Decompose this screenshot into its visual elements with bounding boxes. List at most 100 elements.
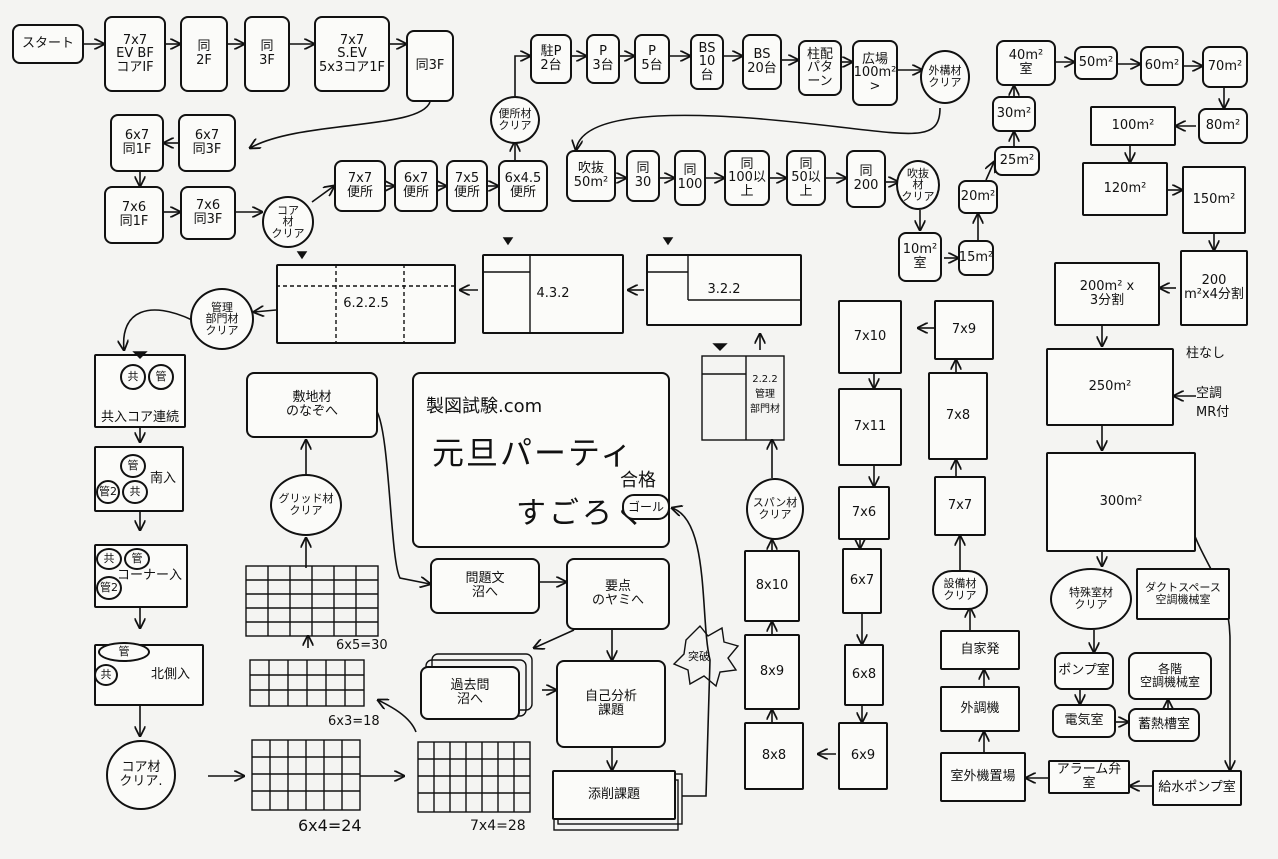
glyph-kan-1: 管 — [148, 364, 174, 390]
step-sev: 7x7 S.EV 5x3コア1F — [314, 16, 390, 92]
room-300: 300m² — [1046, 452, 1196, 552]
start-node: スタート — [12, 24, 84, 64]
span-clear: スパン材 クリア — [746, 478, 804, 540]
glyph-kyo-2: 共 — [122, 480, 148, 504]
cell-mgmt: 2.2.2 管理 部門材 — [750, 374, 780, 415]
self-power: 自家発 — [940, 630, 1020, 670]
plan-6225: 6.2.2.5 — [276, 264, 456, 344]
span-7x6: 7x6 — [838, 486, 890, 540]
board-site: 製図試験.com — [426, 396, 543, 417]
battery-room: 蓄熱槽室 — [1128, 708, 1200, 742]
plan-432: 4.3.2 — [482, 254, 624, 334]
room-40: 40m² 室 — [996, 40, 1056, 86]
mgmt-clear: 管理 部門材 クリア — [190, 288, 254, 350]
past-question: 過去問 沼へ — [420, 666, 520, 720]
duct-ac-room: ダクトスペース 空調機械室 — [1136, 568, 1230, 620]
step-same-2f: 同 2F — [180, 16, 228, 92]
span-6x8: 6x8 — [844, 644, 884, 706]
room-60: 60m² — [1140, 46, 1184, 86]
fuki-30: 同 30 — [626, 150, 660, 202]
fuki-200: 同 200 — [846, 150, 886, 208]
glyph-kyo-3: 共 — [96, 548, 122, 570]
core-clear-2: コア材 クリア. — [106, 740, 176, 810]
room-250: 250m² — [1046, 348, 1174, 426]
step-ev-77: 7x7 EV BF コアIF — [104, 16, 166, 92]
step-76-1f: 7x6 同1F — [104, 186, 164, 244]
room-10: 10m² 室 — [898, 232, 942, 282]
glyph-kan-2: 管 — [120, 454, 146, 478]
room-80: 80m² — [1198, 108, 1248, 144]
span-6x7: 6x7 — [842, 548, 882, 614]
question-doc: 問題文 沼へ — [430, 558, 540, 614]
glyph-kan-4: 管 — [98, 642, 150, 662]
glyph-kan2-2: 管2 — [96, 480, 120, 504]
grid-6x3: 6x3=18 — [328, 714, 380, 729]
label-ac-mr: 空調 MR付 — [1196, 386, 1230, 420]
glyph-kan2-3: 管2 — [96, 576, 122, 600]
self-analysis: 自己分析 課題 — [556, 660, 666, 748]
step-67-3f: 6x7 同3F — [178, 114, 236, 172]
room-150: 150m² — [1182, 166, 1246, 234]
toilet-645: 6x4.5 便所 — [498, 160, 548, 212]
grid-7x4: 7x4=28 — [470, 818, 526, 834]
step-76-3f: 7x6 同3F — [180, 186, 236, 240]
span-8x8: 8x8 — [744, 722, 804, 790]
step-67-1f: 6x7 同1F — [110, 114, 164, 172]
core-clear: コア 材 クリア — [262, 196, 314, 248]
bs-10: BS 10台 — [690, 34, 724, 90]
span-7x10: 7x10 — [838, 300, 902, 374]
exterior-clear: 外構材 クリア — [920, 50, 970, 104]
breakthrough-label: 突破 — [688, 650, 710, 663]
pass-label: 合格 — [620, 470, 656, 491]
board-title: 元旦パーティ — [432, 434, 635, 472]
room-200-3: 200m² x 3分割 — [1054, 262, 1160, 326]
room-50: 50m² — [1074, 46, 1118, 80]
fuki-50: 吹抜 50m² — [566, 150, 616, 202]
room-70: 70m² — [1202, 46, 1248, 88]
grid-6x5: 6x5=30 — [336, 638, 388, 653]
span-8x10: 8x10 — [744, 550, 800, 622]
room-100: 100m² — [1090, 106, 1176, 146]
park-2: 駐P 2台 — [530, 34, 572, 84]
span-7x9: 7x9 — [934, 300, 994, 360]
fuki-clear: 吹抜 材 クリア — [896, 160, 940, 210]
toilet-clear: 便所材 クリア — [490, 96, 540, 144]
fuki-100: 同 100 — [674, 150, 706, 206]
span-7x8: 7x8 — [928, 372, 988, 460]
park-3: P 3台 — [586, 34, 620, 84]
board-panel — [412, 372, 670, 548]
plaza: 広場 100m² > — [852, 40, 898, 106]
equip-clear: 設備材 クリア — [932, 570, 988, 610]
toilet-77: 7x7 便所 — [334, 160, 386, 212]
room-200-4: 200 m²x4分割 — [1180, 250, 1248, 326]
goal-node: ゴール — [622, 494, 670, 520]
electric-room: 電気室 — [1052, 704, 1116, 738]
glyph-kyo-4: 共 — [94, 664, 118, 686]
special-clear: 特殊室材 クリア — [1050, 568, 1132, 630]
outdoor-place: 室外機置場 — [940, 752, 1026, 802]
water-pump-room: 給水ポンプ室 — [1152, 770, 1242, 806]
toilet-75: 7x5 便所 — [446, 160, 488, 212]
fuki-100-up: 同 100以上 — [724, 150, 770, 206]
pump-room: ポンプ室 — [1054, 652, 1114, 690]
glyph-kyo-1: 共 — [120, 364, 146, 390]
each-floor-ac-room: 各階 空調機械室 — [1128, 652, 1212, 700]
alarm-valve-room: アラーム弁室 — [1048, 760, 1130, 794]
span-7x11: 7x11 — [838, 388, 902, 466]
toilet-67: 6x7 便所 — [394, 160, 438, 212]
plan-322: 3.2.2 — [646, 254, 802, 326]
span-8x9: 8x9 — [744, 634, 800, 710]
span-7x7: 7x7 — [934, 476, 986, 536]
grid-6x4: 6x4=24 — [298, 816, 362, 835]
room-20: 20m² — [958, 180, 998, 214]
outdoor-ac: 外調機 — [940, 686, 1020, 732]
fuki-50-up: 同 50以上 — [786, 150, 826, 206]
room-15: 15m² — [958, 240, 994, 276]
step-same-3f: 同 3F — [244, 16, 290, 92]
label-pillar-free: 柱なし — [1186, 346, 1226, 361]
park-5: P 5台 — [634, 34, 670, 84]
pillar-pattern: 柱配 パターン — [798, 40, 842, 96]
step-same-3f-b: 同3F — [406, 30, 454, 102]
